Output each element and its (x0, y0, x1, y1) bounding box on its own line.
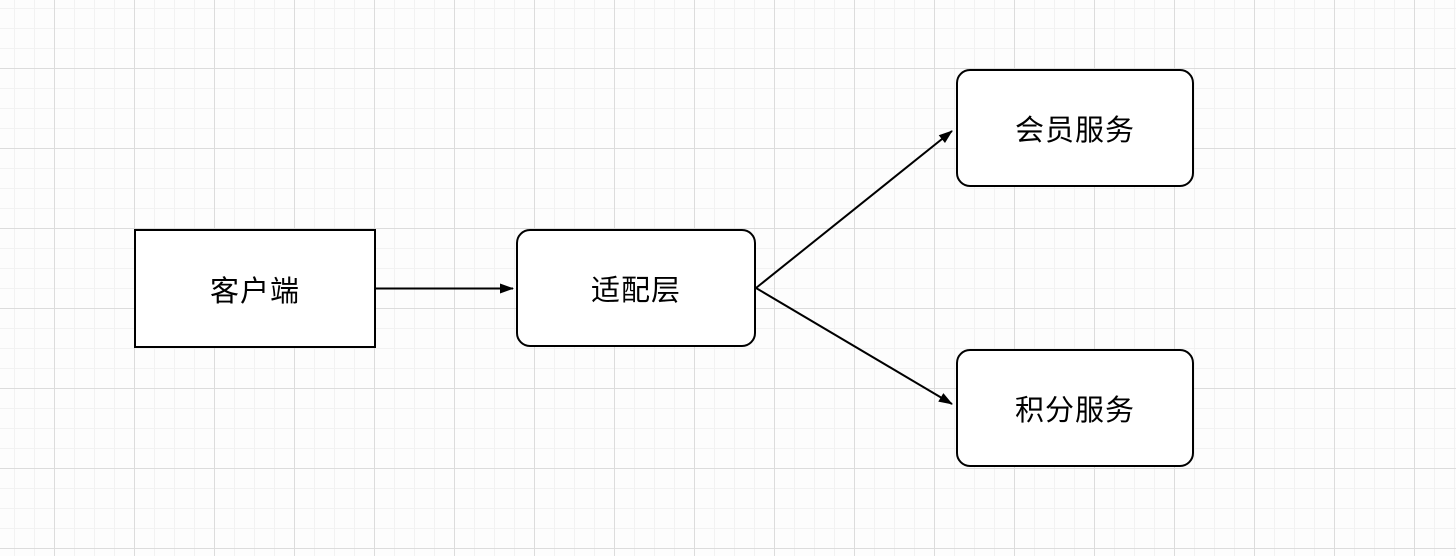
node-member-service[interactable]: 会员服务 (956, 69, 1194, 187)
edge-adapter-points[interactable] (755, 287, 953, 405)
node-client-label: 客户端 (209, 275, 300, 308)
node-client[interactable]: 客户端 (134, 229, 376, 348)
node-points-service-label: 积分服务 (1014, 395, 1135, 427)
node-adapter-label: 适配层 (590, 275, 681, 307)
node-points-service[interactable]: 积分服务 (956, 349, 1194, 467)
edge-adapter-member[interactable] (755, 130, 953, 289)
node-adapter[interactable]: 适配层 (516, 229, 756, 347)
node-member-service-label: 会员服务 (1014, 115, 1135, 147)
